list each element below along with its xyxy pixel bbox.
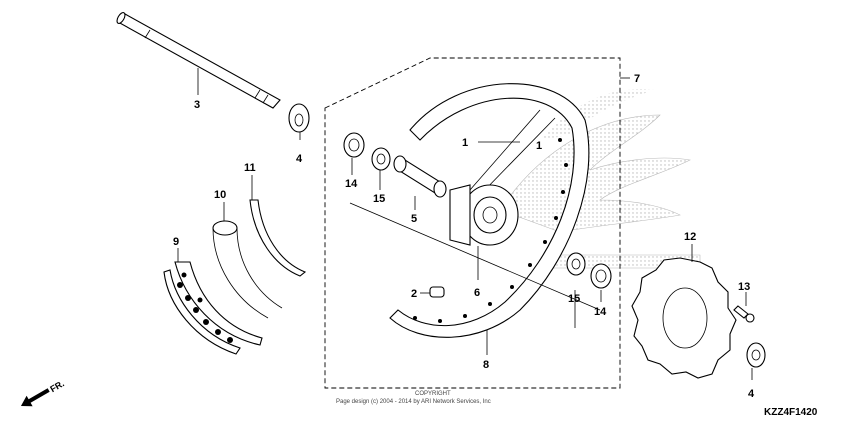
copyright-title: COPYRIGHT [415, 391, 451, 397]
tube-drawing [212, 220, 283, 319]
callout-8: 8 [483, 359, 489, 371]
distance-collar-drawing [393, 155, 447, 198]
callout-3: 3 [194, 99, 200, 111]
valve-cap-drawing [429, 286, 445, 298]
collar-left-drawing [288, 103, 310, 133]
bearing-right-drawing [590, 263, 612, 289]
hub-drawing [449, 184, 519, 246]
brake-disc-drawing [631, 257, 737, 379]
collar-right-drawing [746, 342, 766, 368]
brand-watermark [499, 89, 701, 269]
bearing-left-drawing [343, 132, 365, 158]
callout-14a: 14 [345, 178, 358, 190]
disc-bolt-drawing [733, 305, 755, 323]
callout-10: 10 [214, 189, 226, 201]
front-direction-arrow: FR. [20, 378, 66, 407]
callout-15b: 15 [568, 293, 580, 305]
callout-5: 5 [411, 213, 417, 225]
callout-12: 12 [684, 231, 696, 243]
rim-drawing [389, 83, 590, 338]
callout-11: 11 [244, 162, 256, 174]
callout-6: 6 [474, 287, 480, 299]
callout-14b: 14 [594, 306, 607, 318]
copyright-notice: Page design (c) 2004 - 2014 by ARI Netwo… [336, 399, 491, 405]
direction-label: FR. [48, 378, 66, 394]
callout-1b: 1 [536, 140, 542, 152]
front-axle-drawing [116, 12, 281, 109]
callout-7: 7 [634, 73, 640, 85]
callout-2: 2 [411, 288, 417, 300]
callout-9: 9 [173, 236, 179, 248]
dust-seal-right-drawing [566, 252, 586, 276]
callout-4b: 4 [748, 388, 755, 400]
assembly-boundary [324, 57, 621, 389]
rim-band-drawing [249, 199, 307, 277]
dust-seal-left-drawing [371, 147, 391, 171]
diagram-code: KZZ4F1420 [764, 407, 818, 418]
callout-1a: 1 [462, 137, 468, 149]
callout-15a: 15 [373, 193, 385, 205]
callout-13: 13 [738, 281, 750, 293]
leader-lines [177, 68, 753, 380]
callout-4a: 4 [296, 153, 303, 165]
tire-drawing [163, 261, 263, 355]
